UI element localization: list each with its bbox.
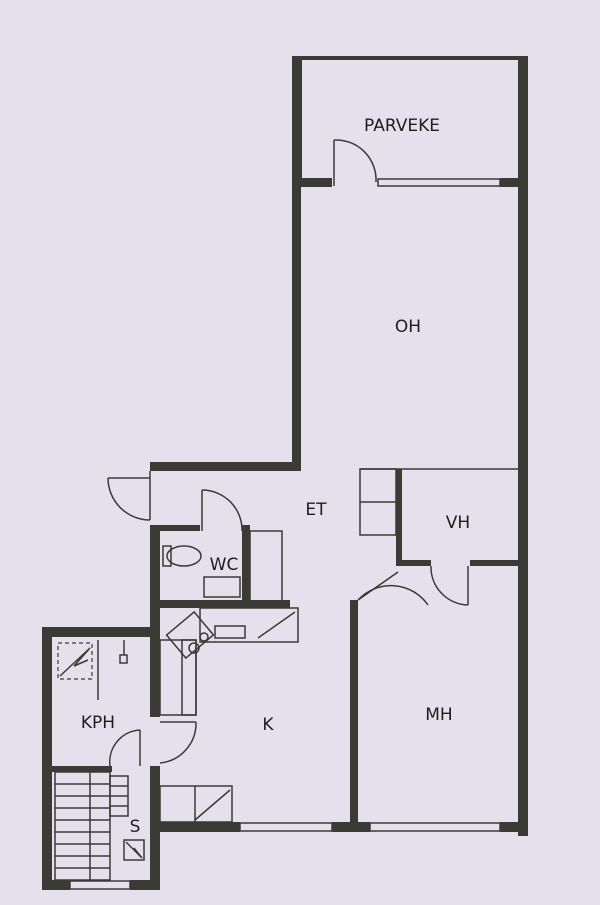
toilet-icon: [162, 545, 202, 567]
vh-door-icon: [430, 565, 469, 606]
mh-door-icon: [357, 571, 429, 606]
room-label-parveke: PARVEKE: [364, 116, 440, 136]
room-label-kph: KPH: [81, 713, 115, 733]
sink-icon: [203, 576, 241, 598]
electrical-panel-icon: [123, 839, 145, 861]
balcony-door-icon: [333, 139, 377, 186]
room-label-et: ET: [305, 500, 327, 520]
room-label-vh: VH: [446, 513, 470, 533]
room-label-s: S: [130, 817, 141, 837]
wc-walls: [150, 525, 290, 635]
kitchen-lower-cabinet: [159, 785, 233, 823]
vh-walls: [359, 468, 520, 566]
kitchen-door-icon: [159, 721, 197, 764]
wall: [150, 462, 300, 471]
room-label-mh: MH: [425, 705, 452, 725]
stove-icon: [165, 610, 215, 660]
wall: [292, 186, 301, 471]
kph-walls: [42, 627, 160, 890]
wc-door-icon: [201, 489, 243, 532]
bottom-wall: [158, 822, 528, 832]
room-label-k: K: [262, 715, 274, 735]
room-label-wc: WC: [210, 555, 239, 575]
wall: [350, 600, 358, 832]
kph-door-icon: [108, 729, 141, 767]
entry-door-icon: [107, 471, 151, 521]
room-label-oh: OH: [395, 317, 421, 337]
balcony-walls: [292, 56, 528, 836]
shower-icon: [57, 640, 128, 700]
stairs-icon: [54, 771, 129, 881]
